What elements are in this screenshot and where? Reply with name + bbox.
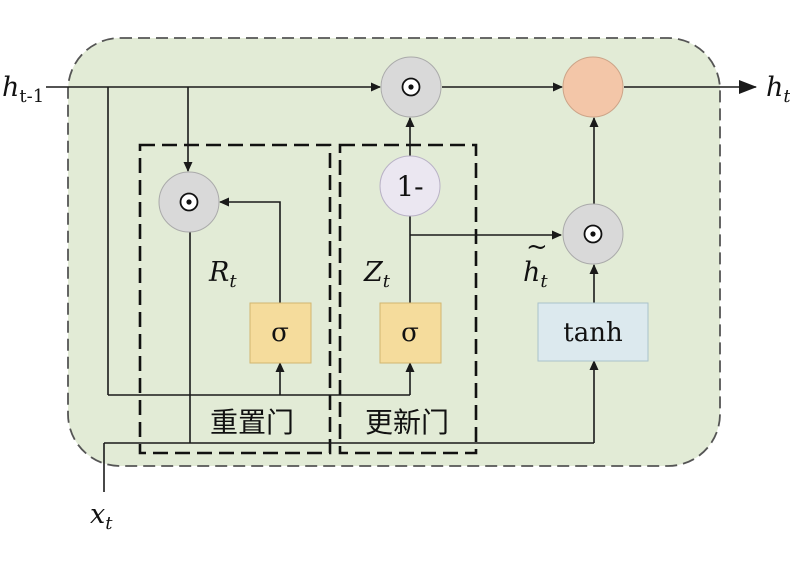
update-signal-label: Zt: [363, 257, 391, 292]
line-sigma-r-to-reset-multiply: [219, 197, 281, 303]
sum-node: [562, 56, 624, 118]
tanh-box: tanh: [537, 302, 649, 362]
sigma-reset-label: σ: [271, 318, 289, 348]
update-gate-box: [338, 143, 478, 455]
candidate-signal-accent: ~: [526, 232, 548, 262]
one-minus-node: 1-: [379, 155, 441, 217]
reset-multiply-node: [158, 171, 220, 233]
connections: [46, 80, 757, 492]
sigma-update-label: σ: [401, 318, 419, 348]
sigma-reset-box: σ: [249, 302, 312, 364]
input-x-label: xt: [90, 499, 113, 534]
top-multiply-node: [380, 56, 442, 118]
tanh-label: tanh: [563, 318, 623, 348]
candidate-multiply-node: [562, 203, 624, 265]
reset-gate-label: 重置门: [210, 406, 294, 439]
candidate-signal-label: ht: [523, 257, 548, 292]
update-gate-label: 更新门: [365, 406, 449, 439]
one-minus-label: 1-: [396, 170, 423, 203]
input-h-prev-label: ht-1: [2, 72, 44, 107]
reset-gate-box: [138, 143, 332, 455]
reset-signal-label: Rt: [208, 257, 237, 292]
sigma-update-box: σ: [379, 302, 442, 364]
output-h-label: ht: [766, 72, 790, 107]
